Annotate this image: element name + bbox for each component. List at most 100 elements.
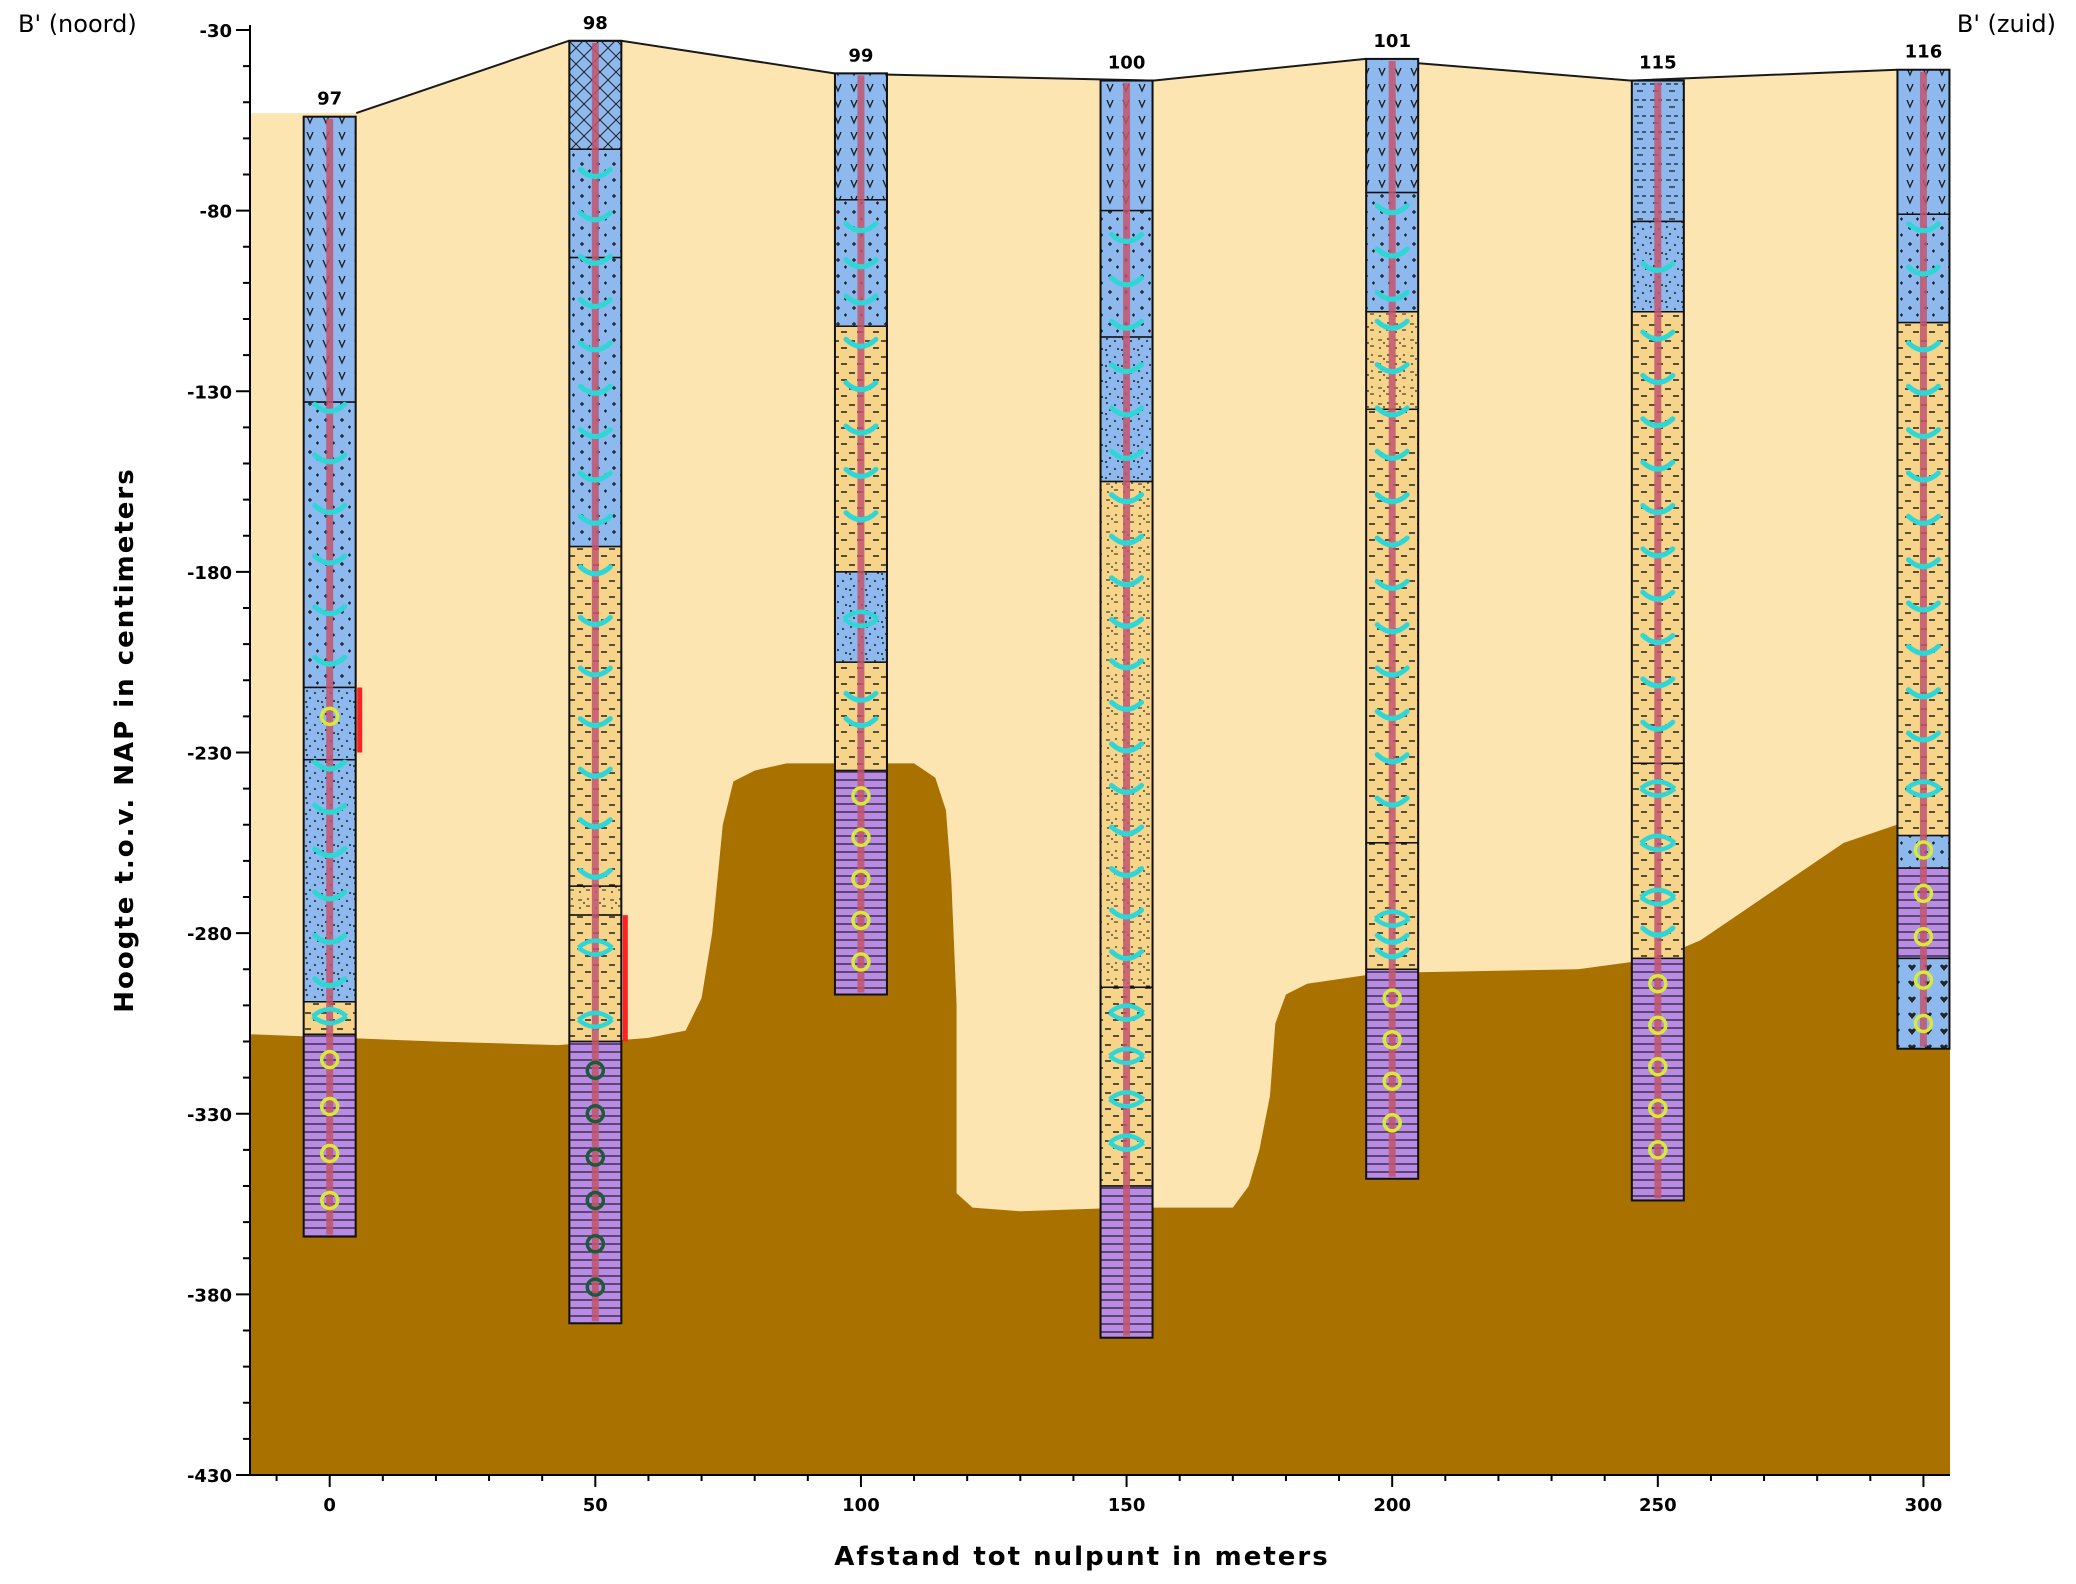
- shell-arc-marker: [1109, 866, 1145, 879]
- shell-eye-top: [576, 938, 614, 950]
- concretion-ring-marker: [1913, 926, 1934, 947]
- shell-eye-bottom: [1108, 1010, 1145, 1022]
- shell-arc-marker: [577, 614, 613, 627]
- shell-arc-marker: [577, 253, 613, 266]
- shell-eye-top: [842, 609, 880, 621]
- borehole-outline: [1630, 79, 1685, 1202]
- borehole-outline: [833, 72, 888, 996]
- shell-eye-bottom: [576, 1018, 614, 1030]
- shell-arc-marker: [312, 802, 348, 815]
- y-tick-label: -330: [187, 1105, 232, 1126]
- shell-arc-marker: [1640, 372, 1676, 385]
- shell-arc-marker: [1109, 658, 1145, 671]
- shell-arc-marker: [1374, 752, 1410, 765]
- concretion-ring-marker: [1913, 840, 1934, 860]
- shell-arc-marker: [1374, 203, 1410, 216]
- concretion-ring-marker: [1648, 1140, 1668, 1160]
- shell-arc-marker: [577, 297, 613, 310]
- shell-arc-marker: [1109, 824, 1145, 837]
- shell-eye-top: [1108, 1003, 1145, 1015]
- shell-arc-marker: [577, 470, 613, 483]
- shell-arc-marker: [1905, 340, 1941, 353]
- y-tick-label: -180: [187, 563, 232, 584]
- concretion-ring-marker: [851, 910, 871, 931]
- shell-arc-marker: [1905, 643, 1941, 656]
- shell-arc-marker: [1109, 616, 1145, 629]
- shell-arc-marker: [1905, 513, 1941, 526]
- shell-arc-marker: [1640, 459, 1676, 472]
- shell-arc-marker: [843, 293, 879, 306]
- shell-arc-marker: [843, 423, 879, 436]
- shell-arc-marker: [1374, 932, 1410, 945]
- borehole-outline: [568, 39, 623, 1325]
- shell-eye-bottom: [1373, 916, 1411, 928]
- borehole-115: 115: [1630, 53, 1685, 1202]
- shell-eye-top: [311, 1006, 349, 1019]
- shell-arc-marker: [1109, 533, 1145, 546]
- borehole-100: 100: [1099, 53, 1154, 1339]
- concretion-ring-marker: [319, 1049, 340, 1070]
- shell-arc-marker: [1640, 925, 1676, 938]
- shell-arc-marker: [1374, 708, 1410, 721]
- shell-arc-marker: [1374, 622, 1410, 635]
- shell-arc-marker: [577, 665, 613, 678]
- shell-arc-marker: [843, 336, 879, 349]
- shell-arc-marker: [577, 383, 613, 396]
- shell-eye-bottom: [576, 945, 614, 957]
- shell-arc-marker: [843, 716, 879, 729]
- south-end-label: B' (zuid): [1956, 10, 2056, 38]
- shell-arc-marker: [1109, 907, 1145, 920]
- shell-arc-marker: [1905, 470, 1941, 483]
- borehole-outline: [1365, 57, 1420, 1180]
- concretion-ring-marker: [1382, 1113, 1402, 1133]
- shell-eye-bottom: [1108, 1097, 1145, 1109]
- shell-arc-marker: [1905, 221, 1941, 234]
- shell-eye-top: [1639, 833, 1677, 845]
- shell-arc-marker: [312, 401, 348, 414]
- shell-arc-marker: [1640, 719, 1676, 732]
- shell-arc-marker: [1109, 275, 1145, 288]
- borehole-116: 116: [1896, 42, 1951, 1050]
- shell-arc-marker: [312, 759, 348, 772]
- x-tick-label: 150: [1108, 1495, 1146, 1516]
- shell-arc-marker: [1374, 405, 1410, 418]
- shell-arc-marker: [1374, 795, 1410, 808]
- shell-arc-marker: [312, 553, 348, 566]
- shell-arc-marker: [843, 380, 879, 393]
- shell-arc-marker: [1905, 427, 1941, 440]
- x-tick-label: 0: [323, 1495, 336, 1516]
- concretion-ring-marker: [851, 827, 871, 848]
- shell-arc-marker: [577, 564, 613, 577]
- shell-arc-marker: [577, 716, 613, 729]
- y-tick-label: -380: [187, 1285, 232, 1306]
- shell-arc-marker: [1640, 589, 1676, 602]
- shell-arc-marker: [577, 513, 613, 526]
- borehole-outline: [302, 115, 357, 1238]
- shell-arc-marker: [312, 889, 348, 902]
- concretion-ring-marker: [851, 952, 871, 972]
- concretion-ring-marker: [851, 786, 871, 806]
- shell-arc-marker: [1374, 578, 1410, 591]
- shell-eye-top: [1108, 1133, 1145, 1145]
- shell-arc-marker: [1109, 405, 1145, 418]
- concretion-ring-marker: [319, 1096, 340, 1117]
- concretion-ring-marker: [585, 1060, 606, 1081]
- shell-arc-marker: [1905, 264, 1941, 277]
- concretion-ring-marker: [585, 1234, 606, 1254]
- y-tick-label: -430: [187, 1466, 232, 1487]
- concretion-ring-marker: [585, 1147, 606, 1167]
- shell-arc-marker: [843, 510, 879, 523]
- concretion-ring-marker: [1913, 883, 1934, 904]
- borehole-99: 99: [833, 45, 888, 996]
- borehole-outline: [1896, 68, 1951, 1050]
- shell-arc-marker: [1374, 246, 1410, 259]
- shell-eye-top: [1905, 779, 1942, 791]
- shell-arc-marker: [1109, 575, 1145, 588]
- borehole-id-label: 99: [848, 45, 873, 66]
- y-tick-label: -130: [187, 382, 232, 403]
- shell-eye-bottom: [842, 617, 880, 629]
- concretion-ring-marker: [1382, 1071, 1402, 1091]
